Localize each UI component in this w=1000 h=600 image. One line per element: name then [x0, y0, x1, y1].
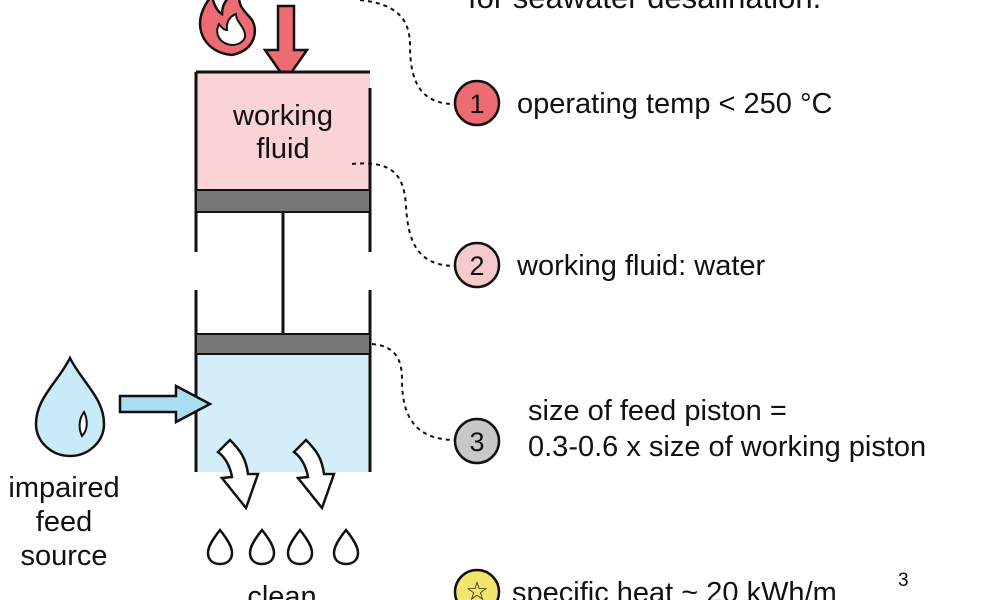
feed-source-label: feed	[36, 506, 92, 538]
outflow-arrow-left	[216, 438, 260, 511]
callout-text-star-superscript: 3	[898, 570, 909, 591]
svg-text:2: 2	[469, 251, 484, 281]
leader-lines	[351, 0, 457, 441]
callout-text-3b: 0.3-0.6 x size of working piston	[528, 431, 926, 463]
callout-marker-star: ☆	[453, 568, 501, 600]
diagram-title: for seawater desalination.	[468, 0, 821, 15]
callout-text-1: operating temp < 250 °C	[517, 88, 833, 120]
callout-text-2: working fluid: water	[516, 250, 766, 282]
feed-piston	[195, 333, 371, 355]
heat-input-arrow	[262, 4, 310, 83]
working-fluid-label: working	[232, 100, 333, 132]
working-fluid-label: fluid	[256, 133, 309, 165]
feed-input-arrow	[118, 383, 213, 425]
svg-text:1: 1	[469, 89, 484, 119]
clean-water-drops-icon	[206, 527, 360, 566]
feed-source-label: impaired	[8, 472, 119, 504]
callout-marker-2: 2	[453, 241, 501, 289]
working-fluid-chamber	[196, 72, 370, 190]
star-icon: ☆	[465, 576, 488, 600]
flame-icon	[198, 0, 257, 57]
outflow-arrow-right	[292, 438, 336, 511]
svg-text:3: 3	[469, 427, 484, 457]
callout-marker-3: 3	[453, 417, 501, 465]
callout-text-star: specific heat ~ 20 kWh/m	[512, 577, 837, 600]
clean-label: clean	[247, 581, 316, 600]
feed-source-label: source	[20, 540, 107, 572]
working-piston	[195, 189, 371, 213]
callout-text-3a: size of feed piston =	[528, 395, 787, 427]
callout-marker-1: 1	[453, 79, 501, 127]
water-drop-icon	[34, 355, 106, 458]
cylinder-walls	[194, 72, 372, 472]
